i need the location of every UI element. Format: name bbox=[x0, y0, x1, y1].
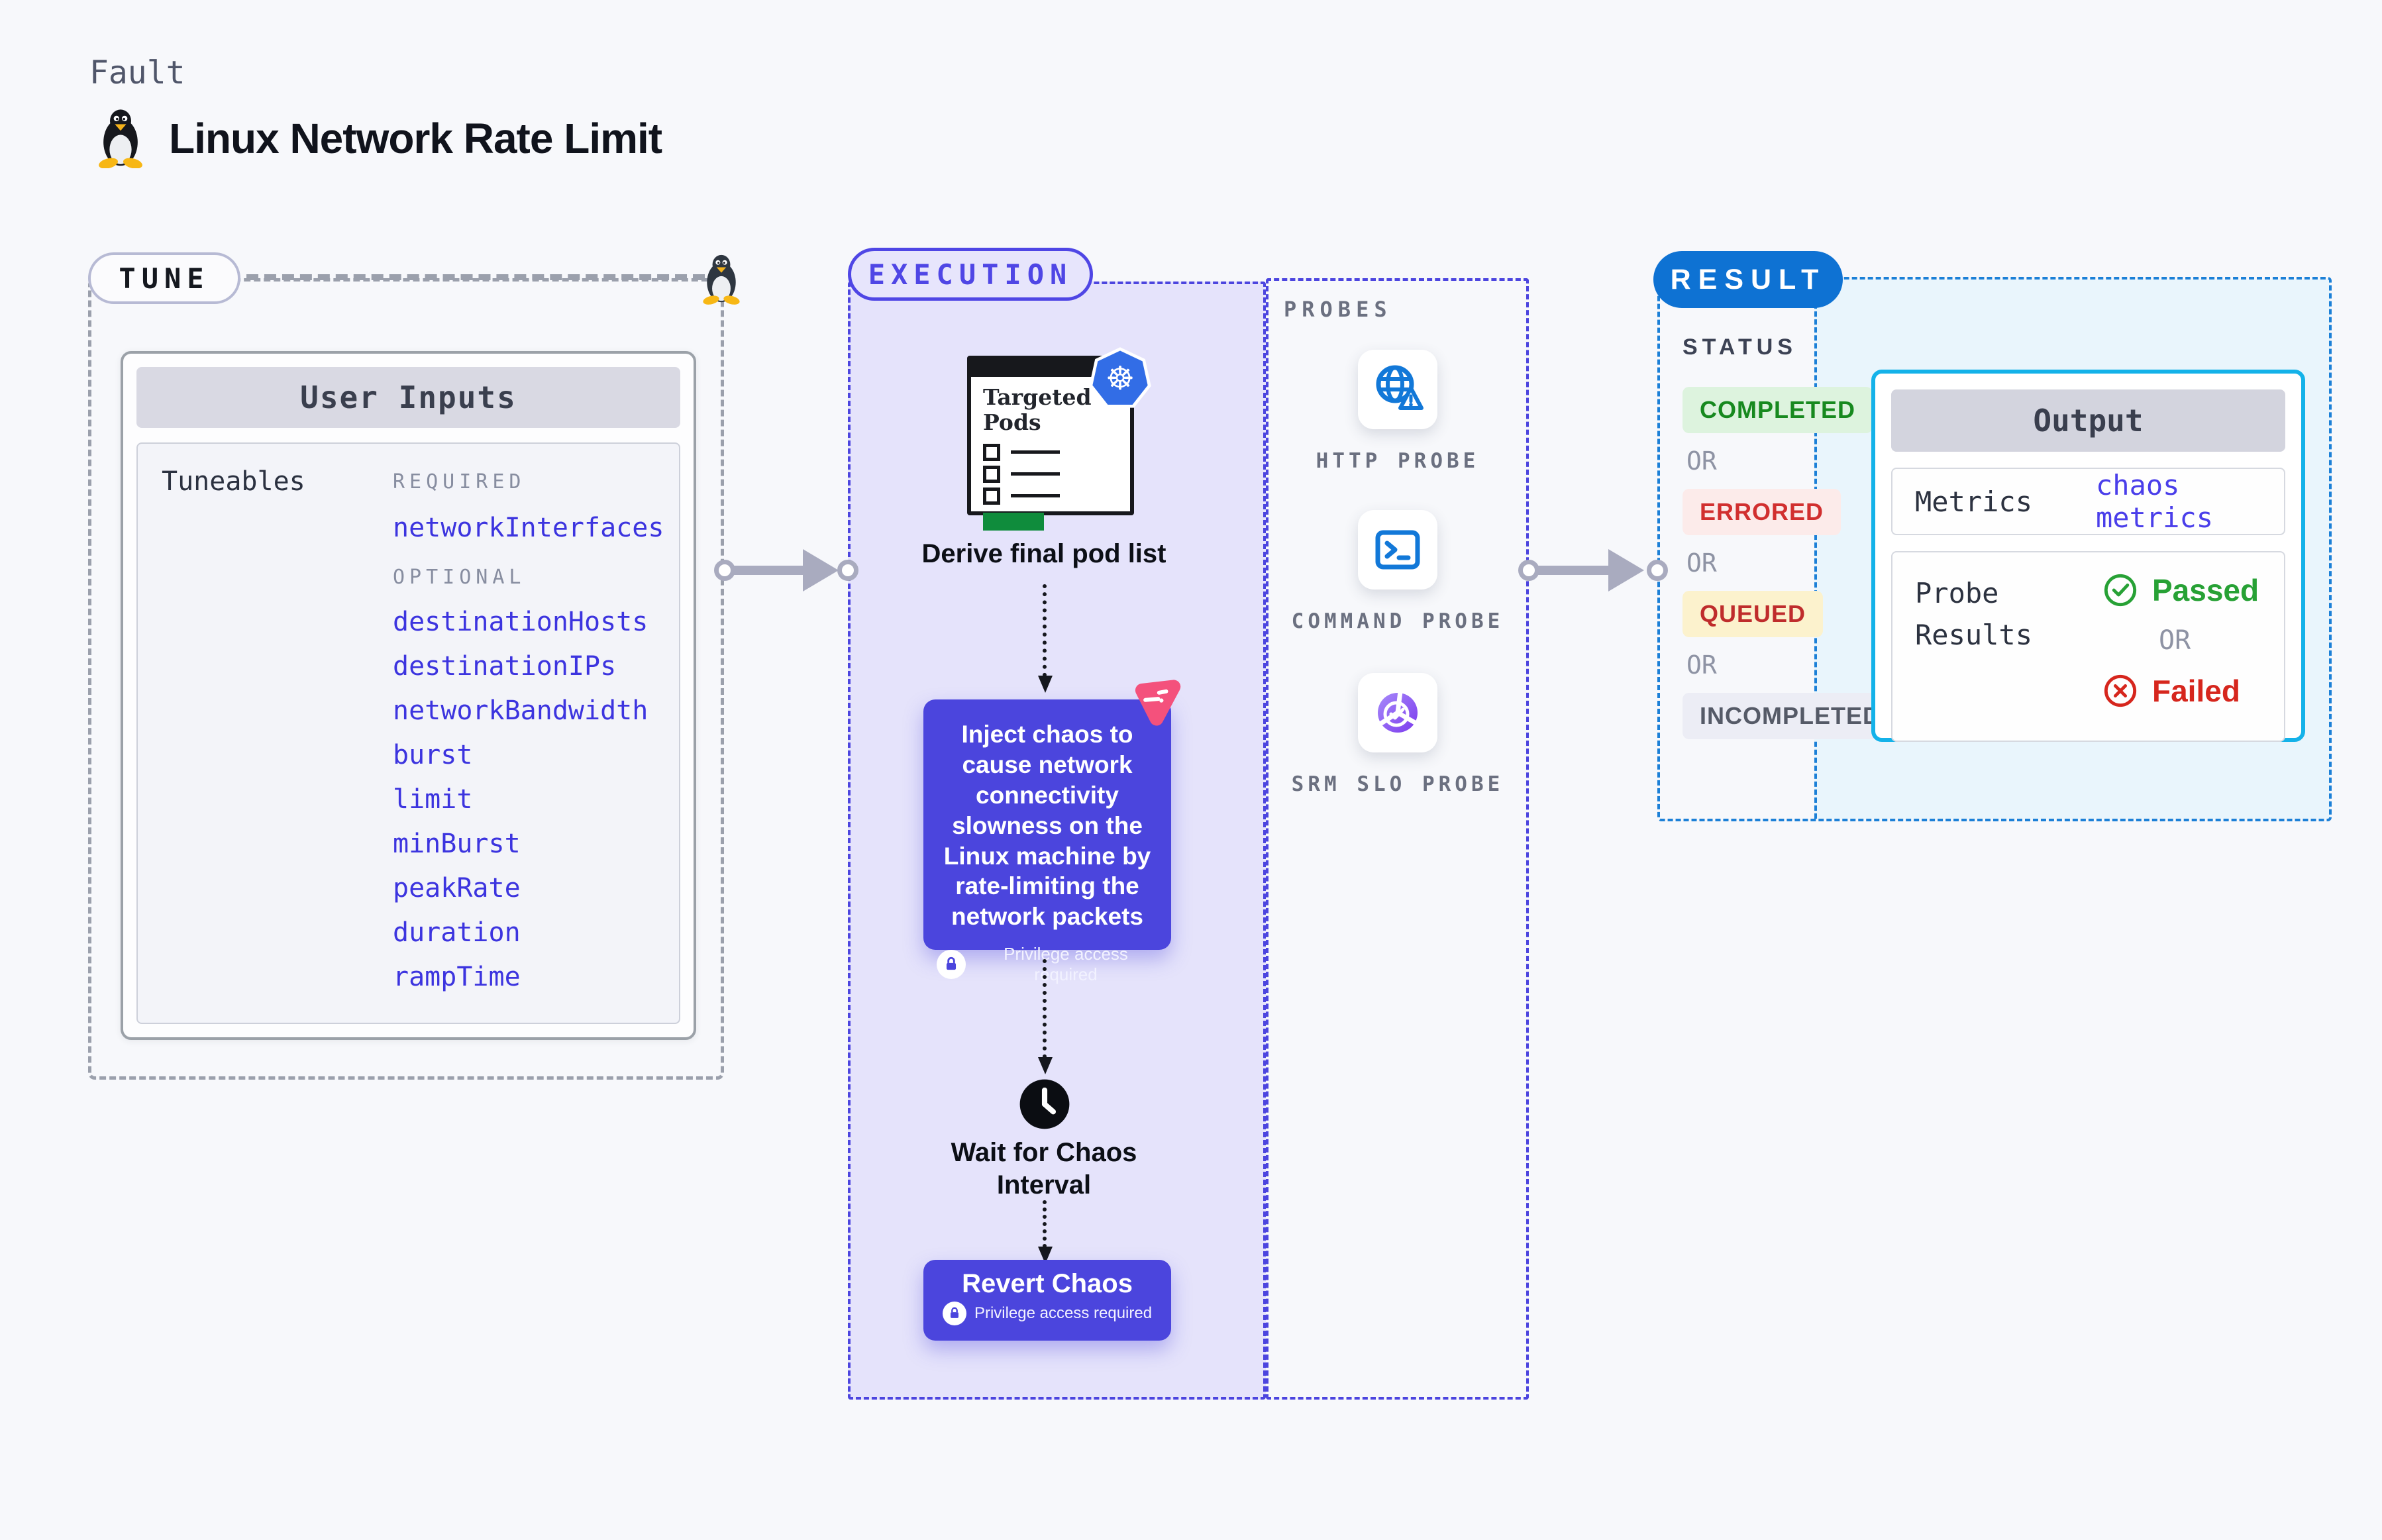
tuneable-item: minBurst bbox=[393, 829, 521, 859]
tune-penguin-icon bbox=[701, 246, 742, 312]
check-circle-icon bbox=[2104, 574, 2137, 607]
privilege-row: Privilege access required bbox=[923, 1302, 1171, 1325]
tune-badge: TUNE bbox=[88, 252, 240, 304]
probe-label: COMMAND PROBE bbox=[1291, 609, 1504, 633]
inject-chaos-card: Inject chaos to cause network connectivi… bbox=[923, 699, 1171, 984]
connector-dot bbox=[1647, 560, 1668, 581]
or-label: OR bbox=[2159, 625, 2191, 656]
output-card: Output Metrics chaos metrics Probe Resul… bbox=[1871, 370, 2305, 742]
execution-badge: EXECUTION bbox=[848, 248, 1093, 301]
dotted-arrow-down bbox=[1038, 959, 1053, 1074]
tuneable-item: networkInterfaces bbox=[393, 513, 664, 543]
terminal-icon bbox=[1358, 510, 1437, 590]
clock-icon bbox=[1019, 1078, 1070, 1130]
output-title: Output bbox=[1891, 389, 2285, 452]
tuneable-item: rampTime bbox=[393, 962, 521, 992]
required-label: REQUIRED bbox=[393, 470, 526, 493]
user-inputs-card: User Inputs Tuneables REQUIRED networkIn… bbox=[121, 351, 696, 1040]
lock-icon bbox=[937, 950, 966, 980]
globe-alert-icon bbox=[1358, 350, 1437, 429]
flow-arrow-tune-to-execution bbox=[731, 566, 804, 575]
chaos-logo-icon bbox=[1126, 672, 1183, 729]
pod-line bbox=[1011, 494, 1060, 498]
probe-results-row: Probe Results Passed OR Failed bbox=[1891, 551, 2285, 742]
privilege-note: Privilege access required bbox=[1004, 944, 1128, 985]
status-label: STATUS bbox=[1683, 334, 1797, 360]
status-list: COMPLETED OR ERRORED OR QUEUED OR INCOMP… bbox=[1683, 387, 1898, 739]
status-badge-queued: QUEUED bbox=[1683, 591, 1824, 637]
probe-results-label: Probe Results bbox=[1915, 577, 2033, 651]
dotted-arrow-down bbox=[1038, 584, 1053, 693]
result-badge: RESULT bbox=[1653, 251, 1843, 308]
tune-dashed-connector bbox=[246, 274, 705, 280]
status-badge-errored: ERRORED bbox=[1683, 489, 1841, 535]
metrics-value: chaos metrics bbox=[2096, 469, 2214, 534]
pod-row bbox=[983, 487, 1130, 505]
privilege-note: Privilege access required bbox=[974, 1304, 1153, 1322]
tuneable-item: duration bbox=[393, 917, 521, 948]
tuneable-item: limit bbox=[393, 784, 473, 815]
connector-dot bbox=[1518, 560, 1539, 581]
linux-penguin-icon bbox=[96, 105, 145, 172]
passed-label: Passed bbox=[2152, 573, 2259, 607]
dotted-arrow-down bbox=[1038, 1200, 1053, 1264]
user-inputs-title: User Inputs bbox=[136, 367, 680, 428]
connector-dot bbox=[837, 560, 858, 581]
title-row: Linux Network Rate Limit bbox=[96, 105, 662, 172]
flow-arrowhead bbox=[803, 549, 839, 591]
flow-arrowhead bbox=[1608, 549, 1644, 591]
http-probe: HTTP PROBE bbox=[1285, 350, 1510, 477]
checkbox-icon bbox=[983, 465, 1000, 483]
metrics-label: Metrics bbox=[1915, 485, 2033, 518]
tuneables-panel: Tuneables REQUIRED networkInterfaces OPT… bbox=[136, 442, 680, 1024]
optional-label: OPTIONAL bbox=[393, 566, 526, 589]
checkbox-icon bbox=[983, 443, 1000, 461]
tuneable-item: destinationHosts bbox=[393, 607, 648, 637]
status-badge-completed: COMPLETED bbox=[1683, 387, 1873, 433]
svg-text:☸: ☸ bbox=[1106, 360, 1135, 397]
passed-item: Passed bbox=[2103, 572, 2259, 608]
status-badge-incompleted: INCOMPLETED bbox=[1683, 693, 1898, 739]
pod-line bbox=[1011, 450, 1060, 454]
kubernetes-icon: ☸ bbox=[1089, 347, 1151, 409]
or-label: OR bbox=[1686, 548, 1717, 578]
probe-results-values: Passed OR Failed bbox=[2103, 572, 2259, 721]
fault-kind-label: Fault bbox=[89, 54, 185, 91]
pod-line bbox=[1011, 472, 1060, 476]
command-probe: COMMAND PROBE bbox=[1285, 510, 1510, 637]
or-label: OR bbox=[1686, 446, 1717, 476]
metrics-row: Metrics chaos metrics bbox=[1891, 468, 2285, 535]
or-label: OR bbox=[1686, 650, 1717, 680]
tuneable-item: networkBandwidth bbox=[393, 695, 648, 726]
probe-label: SRM SLO PROBE bbox=[1291, 772, 1504, 796]
connector-dot bbox=[714, 560, 735, 581]
failed-label: Failed bbox=[2152, 674, 2240, 708]
x-circle-icon bbox=[2104, 674, 2137, 707]
revert-chaos-card: Revert Chaos Privilege access required bbox=[923, 1260, 1171, 1341]
probes-section-box bbox=[1266, 278, 1529, 1400]
tuneable-item: destinationIPs bbox=[393, 651, 617, 682]
tuneable-item: peakRate bbox=[393, 873, 521, 903]
result-section-box bbox=[1657, 277, 2332, 821]
page-title: Linux Network Rate Limit bbox=[169, 114, 662, 162]
slo-pie-check-icon bbox=[1358, 673, 1437, 752]
privilege-row: Privilege access required bbox=[937, 944, 1158, 985]
tuneable-item: burst bbox=[393, 740, 473, 770]
green-progress-bar bbox=[983, 512, 1044, 531]
tuneables-label: Tuneables bbox=[162, 466, 305, 497]
revert-chaos-label: Revert Chaos bbox=[962, 1269, 1133, 1298]
flow-arrow-probes-to-result bbox=[1535, 566, 1610, 575]
targeted-pods-title: Targeted Pods bbox=[983, 384, 1092, 435]
inject-chaos-text: Inject chaos to cause network connectivi… bbox=[943, 721, 1151, 931]
probes-section-label: PROBES bbox=[1284, 297, 1392, 322]
checkbox-icon bbox=[983, 487, 1000, 505]
srm-slo-probe: SRM SLO PROBE bbox=[1285, 673, 1510, 800]
probe-label: HTTP PROBE bbox=[1316, 449, 1480, 473]
wait-chaos-caption: Wait for Chaos Interval bbox=[951, 1138, 1137, 1200]
lock-icon bbox=[942, 1302, 966, 1325]
pod-row bbox=[983, 465, 1130, 483]
failed-item: Failed bbox=[2103, 673, 2259, 709]
pod-row bbox=[983, 443, 1130, 461]
derive-pod-list-caption: Derive final pod list bbox=[921, 539, 1166, 568]
